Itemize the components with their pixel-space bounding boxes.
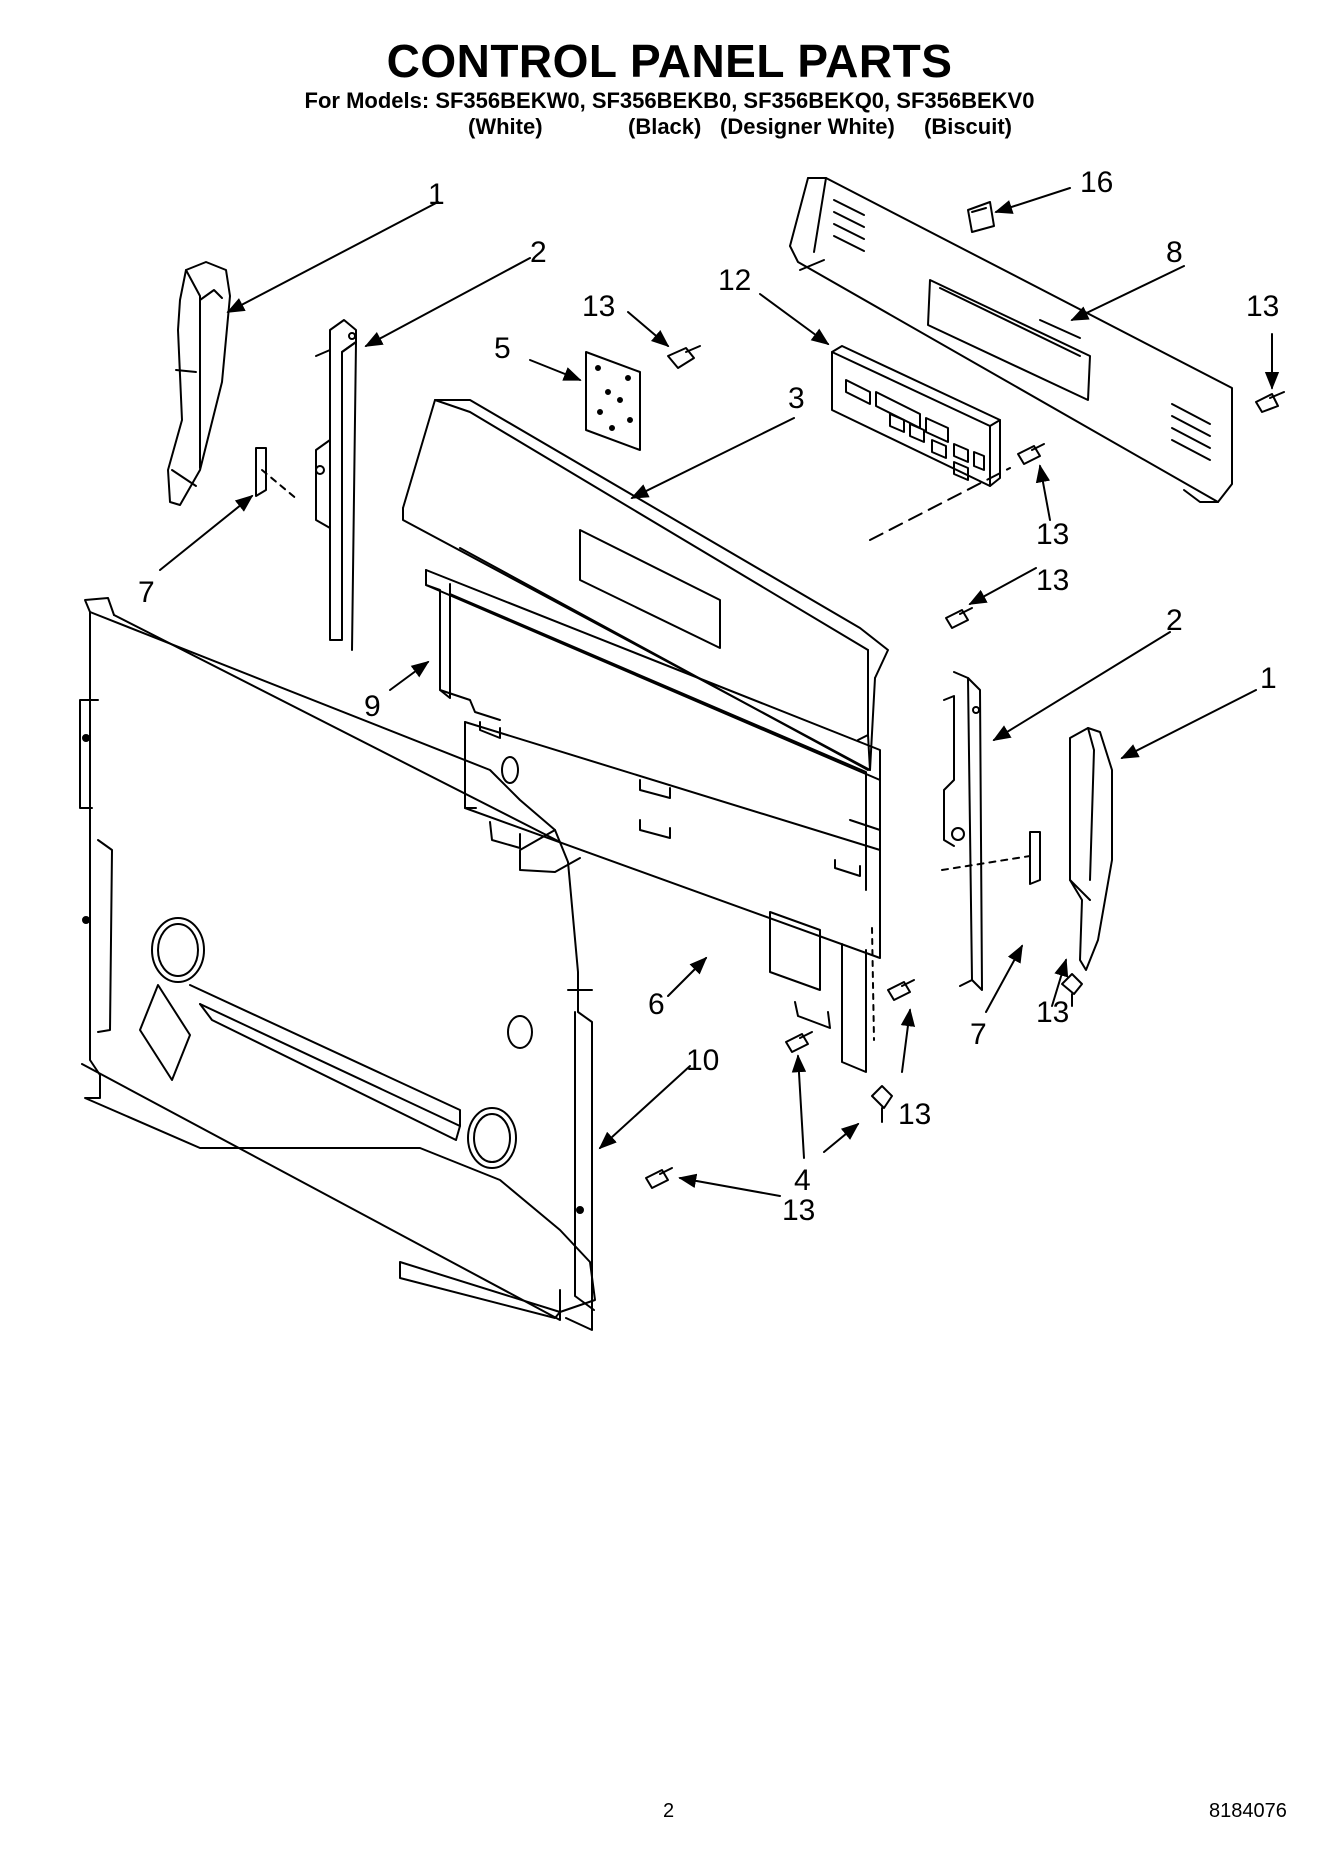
screw-4-b bbox=[871, 1085, 893, 1123]
color-label-biscuit: (Biscuit) bbox=[924, 114, 1012, 139]
part-13-screws bbox=[645, 345, 1285, 1189]
callout-7: 7 bbox=[138, 576, 155, 609]
part-5-board bbox=[585, 351, 641, 451]
screw-13-f bbox=[887, 979, 915, 1001]
part-3-control-housing bbox=[402, 399, 889, 771]
part-10-lower-panel bbox=[79, 597, 596, 1331]
part-1-right-end-cap bbox=[1069, 727, 1113, 971]
page-number: 2 bbox=[663, 1800, 675, 1822]
part-7-left-clip bbox=[255, 447, 299, 501]
callout-13: 13 bbox=[1036, 996, 1069, 1029]
callout-1: 1 bbox=[1260, 662, 1277, 695]
part-2-left-side-bracket bbox=[315, 319, 357, 651]
callout-13: 13 bbox=[782, 1194, 815, 1227]
callout-1: 1 bbox=[428, 178, 445, 211]
screw-13-e bbox=[1061, 973, 1083, 1007]
screw-4-a bbox=[785, 1031, 813, 1053]
models-line: For Models: SF356BEKW0, SF356BEKB0, SF35… bbox=[304, 88, 1035, 113]
part-1-left-end-cap bbox=[167, 261, 231, 506]
page-title: CONTROL PANEL PARTS bbox=[386, 35, 953, 87]
screw-13-b bbox=[1255, 391, 1285, 413]
part-2-right-side-bracket bbox=[943, 671, 983, 991]
callout-2: 2 bbox=[1166, 604, 1183, 637]
screw-13-c bbox=[1017, 443, 1045, 465]
screw-13-d bbox=[945, 607, 973, 629]
callout-3: 3 bbox=[788, 382, 805, 415]
document-number: 8184076 bbox=[1209, 1800, 1287, 1822]
part-16-clip bbox=[967, 201, 995, 233]
callout-13: 13 bbox=[1246, 290, 1279, 323]
callout-13: 13 bbox=[898, 1098, 931, 1131]
color-label-black: (Black) bbox=[628, 114, 702, 139]
callout-8: 8 bbox=[1166, 236, 1183, 269]
callout-2: 2 bbox=[530, 236, 547, 269]
callout-7: 7 bbox=[970, 1018, 987, 1051]
callout-13: 13 bbox=[1036, 518, 1069, 551]
color-label-designer-white: (Designer White) bbox=[720, 114, 895, 139]
screw-13-a bbox=[667, 345, 701, 369]
part-12-electronic-control bbox=[831, 345, 1001, 487]
callout-12: 12 bbox=[718, 264, 751, 297]
callout-5: 5 bbox=[494, 332, 511, 365]
callout-13: 13 bbox=[1036, 564, 1069, 597]
callout-10: 10 bbox=[686, 1044, 719, 1077]
part-7-right-clip bbox=[941, 831, 1041, 885]
callout-13: 13 bbox=[582, 290, 615, 323]
leader-arrows bbox=[159, 187, 1280, 1197]
callout-4: 4 bbox=[794, 1164, 811, 1197]
callout-9: 9 bbox=[364, 690, 381, 723]
part-9-bracket bbox=[425, 569, 881, 909]
callout-16: 16 bbox=[1080, 166, 1113, 199]
screw-13-g bbox=[645, 1167, 673, 1189]
callout-6: 6 bbox=[648, 988, 665, 1021]
color-label-white: (White) bbox=[468, 114, 543, 139]
part-8-backguard bbox=[789, 177, 1233, 503]
